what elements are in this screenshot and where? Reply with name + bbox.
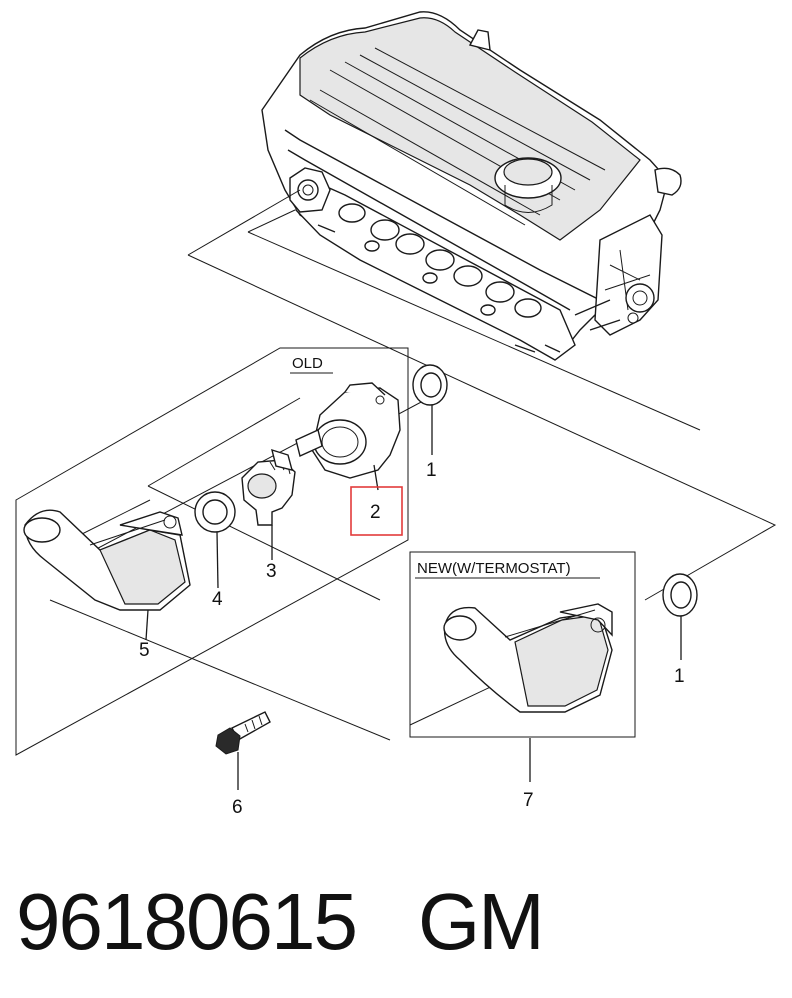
brand-name: GM [417,877,545,966]
gasket-part-1-upper [412,364,448,455]
water-outlet-with-thermostat-part-7 [443,603,613,782]
part-number-footer: 96180615 GM [16,872,786,972]
callout-4: 4 [212,589,223,610]
callout-5: 5 [139,640,150,661]
cylinder-head-illustration [261,11,682,361]
water-outlet-part-5 [23,509,191,641]
part-number: 96180615 [16,877,358,966]
callout-2: 2 [370,502,381,523]
new-box-label: NEW(W/TERMOSTAT) [417,560,571,577]
callout-7: 7 [523,790,534,811]
gasket-part-1-lower [662,573,698,660]
old-assembly-box: OLD [15,347,409,756]
parts-diagram: OLD [15,11,777,818]
callout-3: 3 [266,561,277,582]
old-box-label: OLD [292,355,323,372]
highlight-box [350,486,403,536]
callout-1-lower: 1 [674,666,685,687]
thermostat-part-3 [241,448,296,560]
gasket-part-4 [194,491,236,589]
bolt-part-6 [215,711,271,790]
callout-1-upper: 1 [426,460,437,481]
thermostat-housing-part-2 [295,382,401,491]
callout-6: 6 [232,797,243,818]
